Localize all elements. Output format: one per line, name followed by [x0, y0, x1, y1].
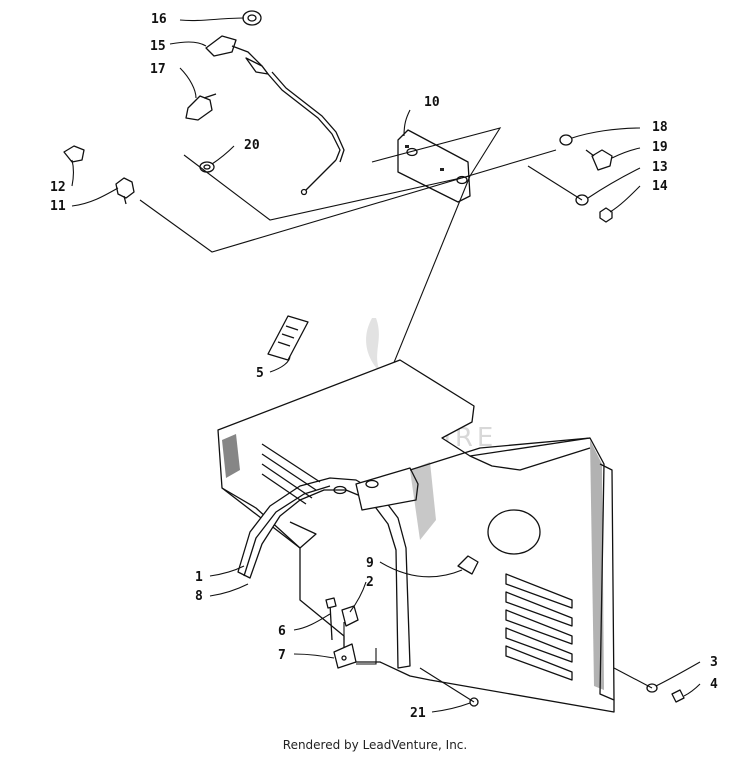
- callout-10[interactable]: 10: [424, 95, 440, 110]
- callout-16[interactable]: 16: [151, 12, 167, 27]
- part-15-choke-cable[interactable]: [205, 35, 345, 196]
- callout-20[interactable]: 20: [244, 138, 260, 153]
- part-hood-body[interactable]: [217, 359, 615, 713]
- callout-9[interactable]: 9: [366, 556, 374, 571]
- callout-8[interactable]: 8: [195, 589, 203, 604]
- callout-1[interactable]: 1: [195, 570, 203, 585]
- callout-11[interactable]: 11: [50, 199, 66, 214]
- callout-12[interactable]: 12: [50, 180, 66, 195]
- part-6-bolt[interactable]: [325, 597, 337, 641]
- part-4-screw[interactable]: [671, 689, 685, 703]
- callout-6[interactable]: 6: [278, 624, 286, 639]
- callout-13[interactable]: 13: [652, 160, 668, 175]
- callout-17[interactable]: 17: [150, 62, 166, 77]
- part-11-switch[interactable]: [115, 177, 135, 205]
- callout-15[interactable]: 15: [150, 39, 166, 54]
- callouts: 16 15 17 10 20 12 11 18 19 13 14 5 1 8 9…: [50, 12, 718, 721]
- assembly-lines-lower: [343, 622, 653, 703]
- part-14-nut[interactable]: [599, 207, 613, 223]
- part-10-dash-panel[interactable]: [397, 129, 471, 203]
- part-19-toggle-switch[interactable]: [585, 149, 613, 171]
- callout-5[interactable]: 5: [256, 366, 264, 381]
- footer-credit: Rendered by LeadVenture, Inc.: [282, 738, 468, 752]
- part-2-grommet[interactable]: [341, 605, 359, 627]
- part-16-grommet[interactable]: [242, 10, 262, 26]
- callout-14[interactable]: 14: [652, 179, 668, 194]
- callout-4[interactable]: 4: [710, 677, 718, 692]
- callout-19[interactable]: 19: [652, 140, 668, 155]
- callout-21[interactable]: 21: [410, 706, 426, 721]
- callout-leaders: [71, 17, 701, 713]
- part-12-knob[interactable]: [63, 145, 85, 163]
- callout-3[interactable]: 3: [710, 655, 718, 670]
- callout-18[interactable]: 18: [652, 120, 668, 135]
- callout-2[interactable]: 2: [366, 575, 374, 590]
- callout-7[interactable]: 7: [278, 648, 286, 663]
- part-18-nut[interactable]: [559, 134, 573, 146]
- part-5-decal[interactable]: [267, 315, 309, 361]
- part-17-bracket[interactable]: [185, 93, 217, 121]
